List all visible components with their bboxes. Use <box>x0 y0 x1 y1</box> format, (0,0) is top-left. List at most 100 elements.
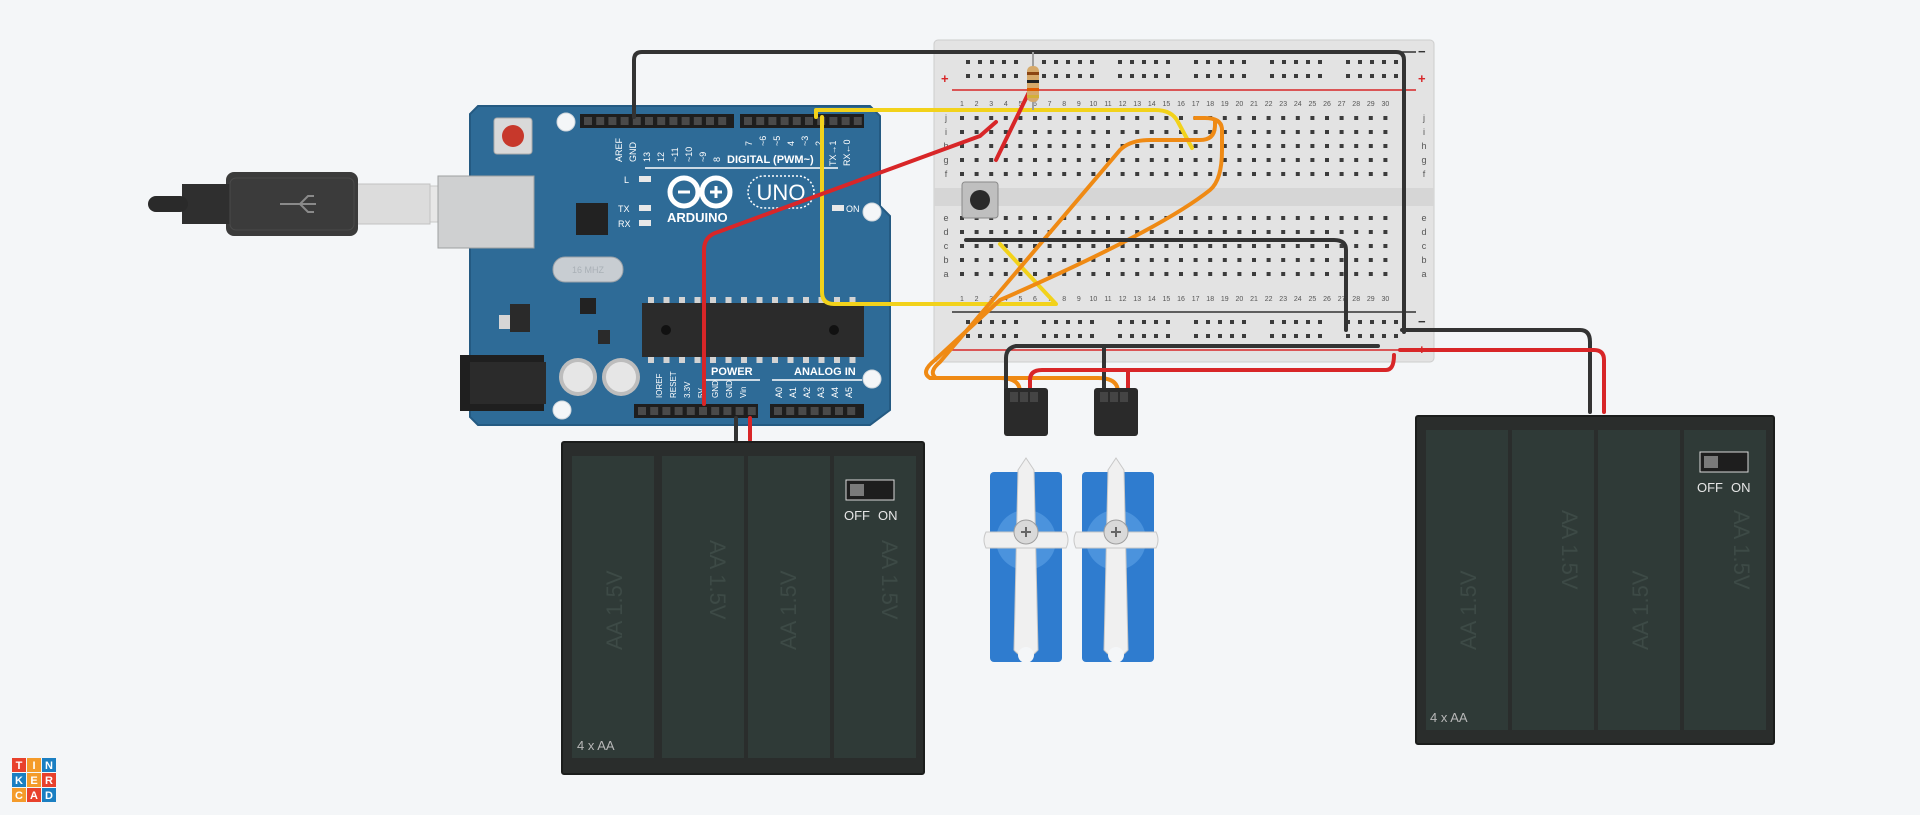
pin-label-3v3: 3.3V <box>683 381 692 398</box>
col-num-bottom: 6 <box>1033 296 1037 303</box>
col-num-bottom: 14 <box>1148 296 1156 303</box>
digital-header-2[interactable] <box>740 114 864 128</box>
wire-resistor-link[interactable] <box>994 88 1032 162</box>
wire-signal-pin2[interactable] <box>814 108 1194 150</box>
col-num-bottom: 16 <box>1177 296 1185 303</box>
col-num-top: 18 <box>1206 101 1214 108</box>
atmega328-chip <box>642 297 864 363</box>
arduino-infinity-logo <box>667 175 733 209</box>
col-num-top: 22 <box>1265 101 1273 108</box>
digital-header-1[interactable] <box>580 114 734 128</box>
col-num-top: 9 <box>1077 101 1081 108</box>
pin-label-9: ~9 <box>698 152 708 162</box>
logo-letter-k: K <box>15 775 23 787</box>
col-num-bottom: 22 <box>1265 296 1273 303</box>
pin-label-reset: RESET <box>669 371 678 398</box>
breadboard[interactable]: − + − + − + 1122334455667788991010111112… <box>933 39 1435 363</box>
col-num-top: 3 <box>989 101 993 108</box>
row-letter-right: c <box>1422 241 1427 251</box>
pin-label-aref: AREF <box>614 137 624 162</box>
row-letter-left: e <box>943 213 948 223</box>
row-letter-left: i <box>945 127 947 137</box>
col-num-bottom: 21 <box>1250 296 1258 303</box>
pin-label-a0: A0 <box>774 387 784 398</box>
row-letter-right: h <box>1421 141 1426 151</box>
logo-letter-d: D <box>45 790 53 802</box>
logo-letter-n: N <box>45 760 53 772</box>
arduino-brand-label: ARDUINO <box>667 210 728 225</box>
usb-cable[interactable] <box>148 172 476 236</box>
wire-servo1-power[interactable] <box>1028 353 1396 394</box>
col-num-bottom: 17 <box>1192 296 1200 303</box>
row-letter-left: a <box>943 269 948 279</box>
power-switch-left[interactable]: OFF ON <box>844 479 898 523</box>
wire-servo1-gnd[interactable] <box>1004 344 1380 394</box>
wire-5v[interactable] <box>702 120 998 406</box>
reset-button[interactable] <box>493 117 533 155</box>
wire-servo2-signal[interactable] <box>924 116 1224 394</box>
rail-minus-br: − <box>1418 314 1426 329</box>
capacitor-2 <box>602 358 640 396</box>
col-num-top: 17 <box>1192 101 1200 108</box>
tinkercad-logo[interactable]: T I N K E R C A D <box>12 758 56 802</box>
row-letter-right: b <box>1421 255 1426 265</box>
col-num-bottom: 10 <box>1090 296 1098 303</box>
col-num-top: 23 <box>1279 101 1287 108</box>
wire-battery-right-gnd[interactable] <box>1400 328 1592 414</box>
wire-gnd-top[interactable] <box>632 50 1406 334</box>
col-num-top: 10 <box>1090 101 1098 108</box>
wire-button-loop[interactable] <box>820 115 1058 306</box>
servo-1[interactable] <box>983 388 1069 663</box>
wire-battery-right-power[interactable] <box>1398 348 1606 414</box>
pin-label-8: 8 <box>712 157 722 162</box>
pin-label-3: ~3 <box>800 136 810 146</box>
col-num-top: 25 <box>1309 101 1317 108</box>
row-letter-left: f <box>945 169 948 179</box>
cell-label-r3: AA 1.5V <box>1628 570 1653 650</box>
logo-letter-i: I <box>32 760 35 772</box>
pin-label-10: ~10 <box>684 147 694 162</box>
col-num-top: 11 <box>1104 101 1111 108</box>
battery-caption-left: 4 x AA <box>577 738 615 753</box>
push-button[interactable] <box>961 181 999 219</box>
battery-pack-left[interactable]: AA 1.5V AA 1.5V AA 1.5V AA 1.5V OFF ON 4… <box>561 441 925 775</box>
row-letter-left: b <box>943 255 948 265</box>
crystal-label: 16 MHZ <box>572 265 605 275</box>
row-letter-left: c <box>944 241 949 251</box>
power-switch-right[interactable]: OFF ON <box>1697 451 1751 495</box>
logo-letter-e: E <box>30 775 37 787</box>
switch-off-label-left: OFF <box>844 508 870 523</box>
row-letter-right: f <box>1423 169 1426 179</box>
arduino-uno-board[interactable]: 16 MHZ <box>437 105 891 426</box>
col-num-bottom: 13 <box>1133 296 1141 303</box>
logo-letter-c: C <box>15 790 23 802</box>
led-on <box>832 205 844 211</box>
col-num-top: 1 <box>960 101 964 108</box>
col-num-bottom: 18 <box>1206 296 1214 303</box>
pin-label-12: 12 <box>656 152 666 162</box>
servo-2[interactable] <box>1073 388 1159 663</box>
battery-pack-right[interactable]: AA 1.5V AA 1.5V AA 1.5V AA 1.5V OFF ON 4… <box>1415 415 1775 745</box>
cell-label-r4: AA 1.5V <box>1729 510 1754 590</box>
capacitor-1 <box>559 358 597 396</box>
power-header[interactable] <box>634 404 758 418</box>
led-l-label: L <box>624 175 629 185</box>
pin-label-5v: 5V <box>697 388 706 398</box>
col-num-top: 8 <box>1062 101 1066 108</box>
voltage-regulator <box>510 304 530 332</box>
col-num-top: 30 <box>1382 101 1390 108</box>
uno-badge: UNO <box>747 175 815 209</box>
row-letter-right: j <box>1422 113 1425 123</box>
row-letter-right: d <box>1421 227 1426 237</box>
wire-button-gnd[interactable] <box>964 238 1348 332</box>
digital-pwm-label: DIGITAL (PWM~) <box>727 154 814 166</box>
resistor[interactable] <box>1027 52 1039 110</box>
row-letter-right: e <box>1421 213 1426 223</box>
col-num-bottom: 1 <box>960 296 964 303</box>
col-num-top: 29 <box>1367 101 1375 108</box>
analog-header[interactable] <box>770 404 864 418</box>
col-num-top: 24 <box>1294 101 1302 108</box>
cell-label-l1: AA 1.5V <box>602 570 627 650</box>
col-num-bottom: 8 <box>1062 296 1066 303</box>
